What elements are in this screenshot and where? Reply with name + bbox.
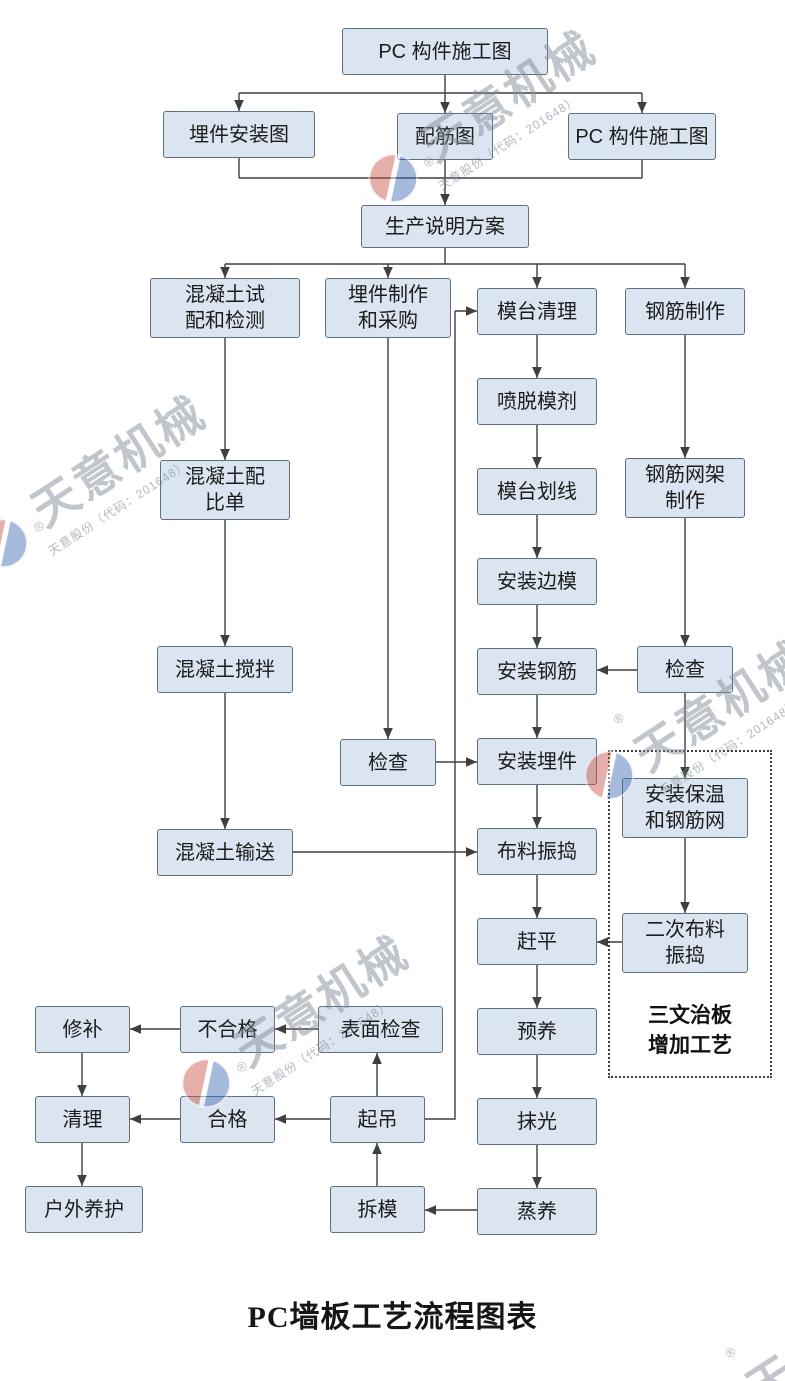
node-surface-inspection: 表面检查 — [318, 1006, 443, 1053]
node-rebar-install: 安装钢筋 — [477, 648, 597, 695]
node-embed-install: 安装埋件 — [477, 738, 597, 785]
node-second-casting-vibrating: 二次布料 振捣 — [622, 913, 748, 973]
node-repair: 修补 — [35, 1006, 130, 1053]
node-rebar-fabrication: 钢筋制作 — [625, 288, 745, 335]
registered-mark: ® — [610, 709, 627, 728]
edge-plan-distributor — [225, 248, 685, 265]
node-polishing: 抹光 — [477, 1098, 597, 1145]
edge-top-split — [239, 75, 642, 94]
node-insulation-mesh-install: 安装保温 和钢筋网 — [622, 778, 748, 838]
node-fail: 不合格 — [180, 1006, 275, 1053]
node-inspection-mid: 检查 — [340, 739, 436, 786]
node-pre-curing: 预养 — [477, 1008, 597, 1055]
node-casting-vibrating: 布料振捣 — [477, 828, 597, 875]
watermark-brand: 天意机械 — [225, 925, 419, 1077]
registered-mark: ® — [233, 1057, 250, 1076]
node-demolding: 拆模 — [330, 1186, 425, 1233]
node-steam-curing: 蒸养 — [477, 1188, 597, 1235]
node-pc-drawing-top: PC 构件施工图 — [342, 28, 548, 75]
node-cleaning: 清理 — [35, 1096, 130, 1143]
node-mix-ratio-sheet: 混凝土配 比单 — [160, 460, 290, 520]
sandwich-process-label: 三文治板 增加工艺 — [648, 1004, 732, 1057]
node-release-agent-spray: 喷脱模剂 — [477, 378, 597, 425]
tianyi-logo-icon — [686, 1374, 756, 1381]
registered-mark: ® — [722, 1343, 739, 1362]
node-rebar-mesh-fabrication: 钢筋网架 制作 — [625, 458, 745, 518]
node-concrete-mixing: 混凝土搅拌 — [157, 646, 293, 693]
registered-mark: ® — [30, 517, 47, 536]
node-outdoor-curing: 户外养护 — [25, 1186, 143, 1233]
node-rebar-drawing: 配筋图 — [397, 113, 493, 160]
tianyi-logo-icon — [0, 508, 38, 578]
node-concrete-transport: 混凝土输送 — [157, 829, 293, 876]
node-embed-install-drawing: 埋件安装图 — [163, 111, 315, 158]
node-table-marking: 模台划线 — [477, 468, 597, 515]
node-leveling: 赶平 — [477, 918, 597, 965]
node-table-cleaning: 模台清理 — [477, 288, 597, 335]
edge-merge-to-plan — [238, 158, 643, 179]
sandwich-process-group — [608, 750, 772, 1078]
node-pc-drawing-right: PC 构件施工图 — [568, 113, 716, 160]
node-embed-fabrication: 埋件制作 和采购 — [325, 278, 451, 338]
node-production-plan: 生产说明方案 — [361, 205, 529, 248]
node-inspection-right: 检查 — [637, 646, 733, 693]
diagram-title: PC墙板工艺流程图表 — [247, 1301, 538, 1334]
node-lifting: 起吊 — [330, 1096, 425, 1143]
node-side-form-install: 安装边模 — [477, 558, 597, 605]
edge-lifting-loop-trunk — [425, 311, 456, 1120]
node-pass: 合格 — [180, 1096, 275, 1143]
node-concrete-trial-mix: 混凝土试 配和检测 — [150, 278, 300, 338]
